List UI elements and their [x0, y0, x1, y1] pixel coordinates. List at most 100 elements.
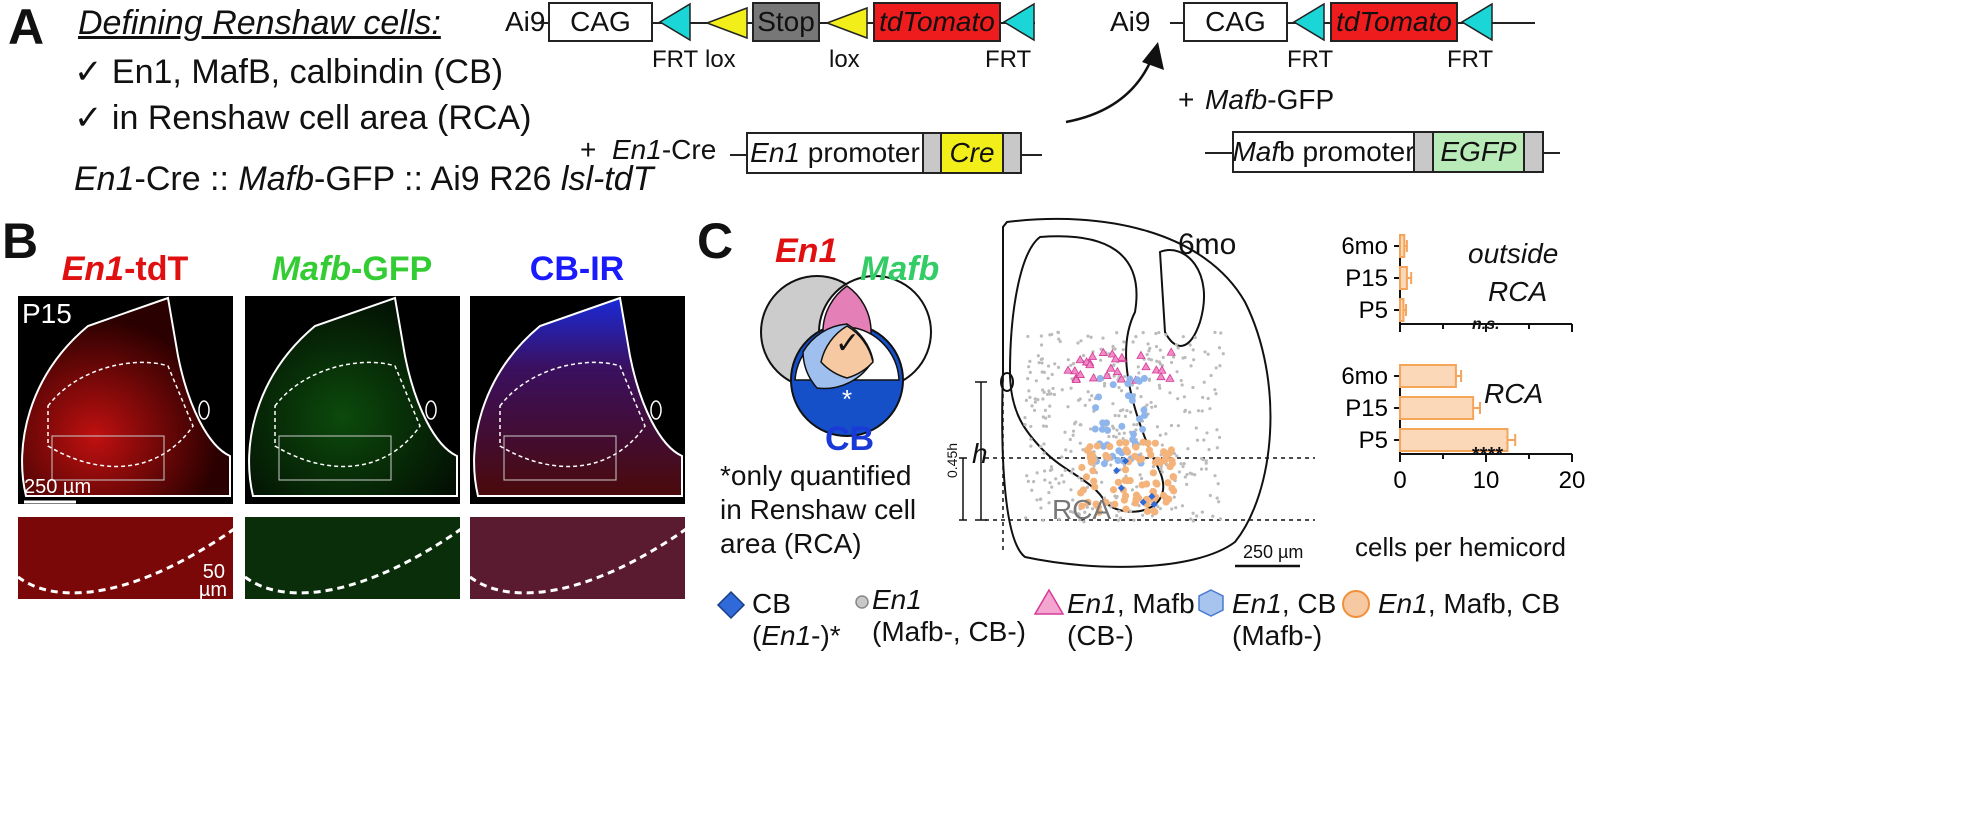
micrograph-en1-tdt: P15 250 µm: [16, 294, 235, 506]
grey-cell-dot: [1145, 403, 1149, 407]
orange-cell-marker: [1134, 494, 1143, 502]
plus-sign-1: +: [580, 134, 597, 165]
orange-cell-marker: [1165, 495, 1173, 503]
grey-cell-dot: [1045, 392, 1050, 396]
grey-cell-dot: [1179, 462, 1183, 466]
frt-label-4: FRT: [1447, 46, 1494, 73]
grey-cell-dot: [1157, 330, 1161, 335]
grey-cell-dot: [1136, 365, 1140, 369]
grey-cell-dot: [1180, 383, 1184, 387]
grey-cell-dot: [1050, 467, 1054, 472]
spinal-cord-map: [959, 217, 1315, 568]
grey-cell-dot: [1164, 432, 1168, 436]
grey-cell-dot: [1080, 478, 1084, 483]
blue-cell-marker: [1140, 374, 1148, 382]
orange-cell-marker: [1109, 486, 1118, 494]
grey-cell-dot: [1035, 471, 1039, 475]
grey-cell-dot: [1049, 465, 1053, 469]
orange-cell-marker: [1164, 479, 1172, 487]
orange-cell-marker: [1111, 500, 1119, 508]
grey-cell-dot: [1048, 481, 1052, 485]
frt-triangle-icon-1: [658, 2, 691, 42]
blue-cell-marker: [1098, 425, 1106, 433]
grey-cell-dot: [1219, 331, 1223, 335]
grey-cell-dot: [1044, 424, 1049, 428]
grey-cell-dot: [1033, 397, 1037, 401]
grey-cell-dot: [1208, 407, 1212, 411]
grey-cell-dot: [1042, 370, 1046, 374]
grey-cell-dot: [1056, 365, 1061, 369]
grey-cell-dot: [1175, 370, 1179, 374]
legend-cb: CB(En1-)*: [752, 588, 841, 651]
grey-cell-dot: [1117, 509, 1121, 513]
orange-cell-marker: [1078, 502, 1086, 510]
orange-cell-marker: [1090, 477, 1098, 485]
venn-label-cb: CB: [825, 420, 875, 458]
grey-cell-dot: [1215, 428, 1219, 432]
bar: [1399, 266, 1408, 290]
stop-box: Stop: [752, 2, 820, 42]
grey-cell-dot: [1195, 438, 1200, 442]
grey-cell-dot: [1085, 485, 1090, 489]
grey-cell-dot: [1191, 511, 1195, 515]
pink-cell-marker: [1110, 354, 1121, 363]
grey-cell-dot: [1180, 504, 1185, 508]
grey-cell-dot: [1214, 392, 1218, 396]
grey-cell-dot: [1169, 360, 1174, 365]
grey-cell-dot: [1062, 480, 1066, 484]
orange-cell-marker: [1122, 505, 1130, 513]
orange-cell-marker: [1122, 446, 1130, 454]
grey-cell-dot: [1182, 461, 1186, 466]
grey-cell-dot: [1150, 405, 1154, 409]
grey-cell-dot: [1030, 488, 1034, 492]
grey-cell-dot: [1121, 348, 1125, 352]
grey-cell-dot: [1115, 494, 1119, 499]
orange-cell-marker: [1114, 478, 1122, 486]
venn-label-mafb: Mafb: [860, 250, 940, 288]
venn-diagram: [760, 275, 932, 437]
orange-cell-marker: [1149, 469, 1157, 477]
lox-triangle-icon-1: [704, 6, 748, 40]
orange-cell-marker: [1116, 439, 1124, 447]
cre-spacer-2: [1002, 132, 1022, 174]
blue-cell-marker: [1099, 419, 1107, 427]
grey-cell-dot: [1147, 357, 1151, 361]
pink-cell-marker: [1063, 365, 1073, 374]
blue-diamond-marker: [1122, 457, 1130, 465]
pink-cell-marker: [1141, 361, 1151, 371]
pink-cell-marker: [1166, 347, 1176, 356]
grey-cell-dot: [1041, 518, 1045, 522]
grey-cell-dot: [1101, 336, 1105, 340]
grey-cell-dot: [1174, 506, 1178, 510]
legend-en1-mafb: En1, Mafb(CB-): [1067, 588, 1195, 651]
tdtomato-box-2: tdTomato: [1330, 2, 1458, 42]
pink-cell-marker: [1107, 349, 1117, 358]
grey-cell-dot: [1048, 404, 1052, 408]
grey-cell-dot: [1221, 352, 1225, 356]
gfp-spacer-1: [1413, 131, 1434, 173]
grey-cell-dot: [1204, 459, 1208, 463]
grey-cell-dot: [1147, 378, 1152, 382]
grey-cell-dot: [1050, 485, 1054, 489]
grey-cell-dot: [1213, 388, 1217, 392]
orange-cell-marker: [1106, 442, 1114, 451]
grey-cell-dot: [1042, 442, 1046, 446]
blue-cell-marker: [1092, 404, 1100, 412]
grey-cell-dot: [1036, 354, 1040, 358]
grey-cell-dot: [1028, 370, 1032, 374]
footnote-line-2: in Renshaw cell: [720, 494, 917, 525]
grey-cell-dot: [1183, 409, 1187, 414]
grey-cell-dot: [1088, 427, 1093, 431]
genotype-line: En1-Cre :: Mafb-GFP :: Ai9 R26 lsl-tdT: [74, 160, 654, 198]
grey-cell-dot: [1060, 388, 1064, 392]
grey-cell-dot: [1047, 501, 1051, 505]
orange-cell-marker: [1138, 455, 1146, 463]
grey-cell-dot: [1168, 391, 1172, 395]
grey-cell-dot: [1206, 396, 1210, 401]
grey-cell-dot: [1199, 467, 1204, 471]
orange-cell-marker: [1123, 477, 1132, 485]
grey-cell-dot: [1081, 353, 1086, 358]
orange-cell-marker: [1147, 451, 1155, 459]
micrograph-mafb-gfp: [243, 294, 462, 506]
